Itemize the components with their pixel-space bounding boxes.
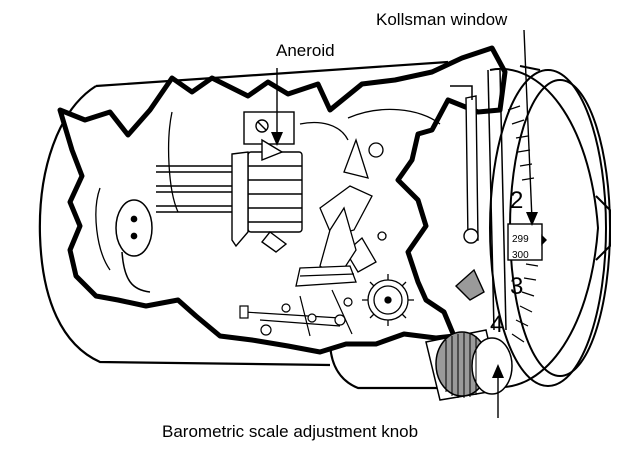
dial-numeral-4: 4 — [490, 311, 503, 338]
calibration-linkage — [239, 289, 353, 337]
dial-face — [507, 105, 539, 343]
dial-pointer — [454, 95, 485, 301]
interior-frame — [95, 108, 441, 271]
pinion-gear — [362, 274, 414, 326]
dial-numeral-2: 2 — [510, 187, 523, 214]
callout-arrowheads — [271, 132, 538, 378]
dial-numeral-3: 3 — [510, 273, 523, 300]
callout-lines — [276, 29, 533, 418]
mounting-boss — [115, 199, 153, 293]
dial-bezel — [489, 65, 611, 389]
kollsman-window — [507, 223, 547, 261]
barometric-knob — [425, 329, 513, 401]
kollsman-scale-300: 300 — [512, 250, 529, 261]
sector-gear-mechanism — [295, 138, 387, 287]
kollsman-scale-299: 299 — [512, 234, 529, 245]
aneroid-label: Aneroid — [276, 41, 335, 60]
kollsman-shaft — [450, 69, 507, 331]
barometric-knob-label: Barometric scale adjustment knob — [162, 422, 419, 441]
aneroid-capsule — [156, 111, 303, 253]
kollsman-window-label: Kollsman window — [376, 10, 508, 29]
